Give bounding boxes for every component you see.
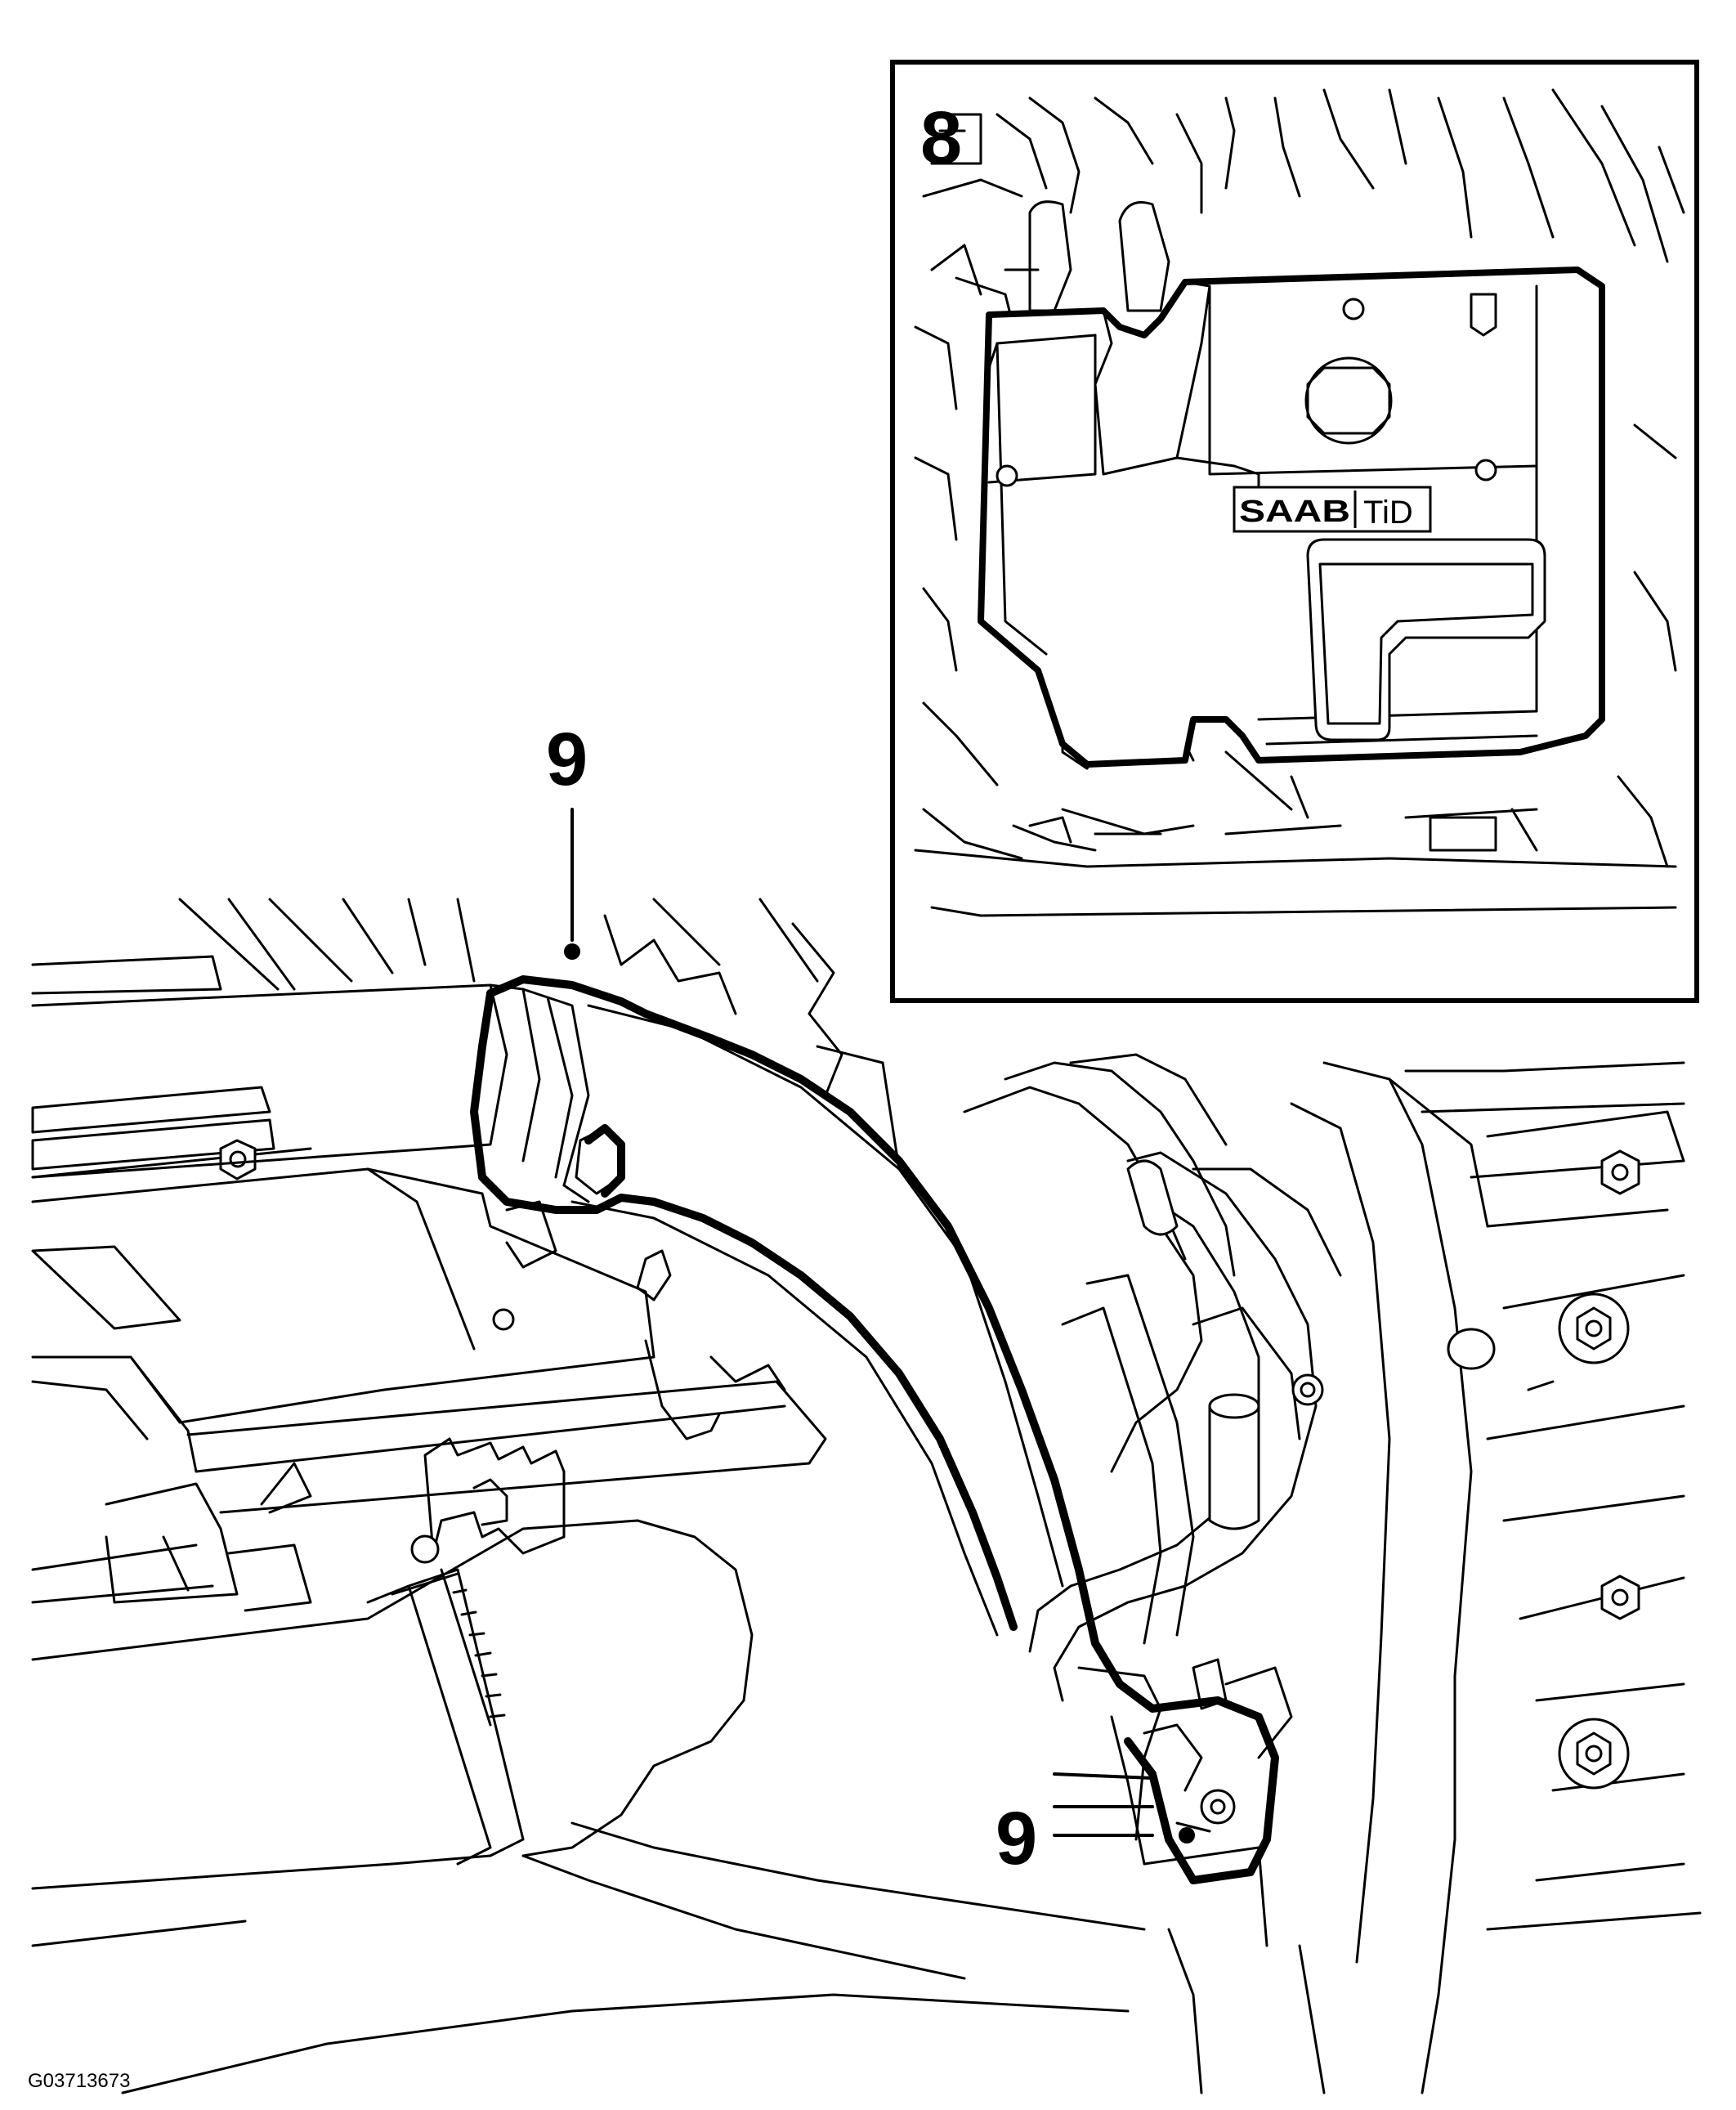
bolt-icon <box>1558 1292 1630 1364</box>
bolt-icon <box>1600 1575 1640 1620</box>
inset-callout-label: 8 <box>920 96 962 180</box>
badge-brand-text: SAAB <box>1239 495 1350 529</box>
engine-block-left <box>31 1139 655 1473</box>
badge-model-text: TiD <box>1363 495 1413 531</box>
bolt-icon <box>1558 1718 1630 1790</box>
figure-id-label: G03713673 <box>28 2070 130 2092</box>
engine-cover-icon: SAAB TiD <box>978 267 1605 768</box>
callout-label-lower: 9 <box>996 1797 1037 1880</box>
background-structure <box>31 898 901 1330</box>
callout-label-upper: 9 <box>546 718 588 801</box>
bolt-icon <box>1600 1149 1640 1195</box>
callout-marker-upper <box>564 943 580 960</box>
callout-leaders <box>564 808 1195 1843</box>
highlighted-hose-outline <box>470 975 1279 1884</box>
pipes-right <box>963 1053 1342 1759</box>
right-panel <box>1290 1061 1702 2094</box>
main-view: 9 9 <box>31 718 1702 2094</box>
pipes-left <box>31 1339 827 1612</box>
inset-view: SAAB TiD 8 <box>890 60 1699 1003</box>
callout-marker-lower <box>1179 1827 1195 1843</box>
bracket-clip <box>423 1437 566 1555</box>
upper-hose <box>31 983 1064 1637</box>
intake-duct-lower <box>31 1519 1146 2094</box>
badge-frame <box>1233 486 1432 533</box>
bolt-icon <box>219 1139 257 1180</box>
hose-clamp-icon <box>391 1534 506 1727</box>
